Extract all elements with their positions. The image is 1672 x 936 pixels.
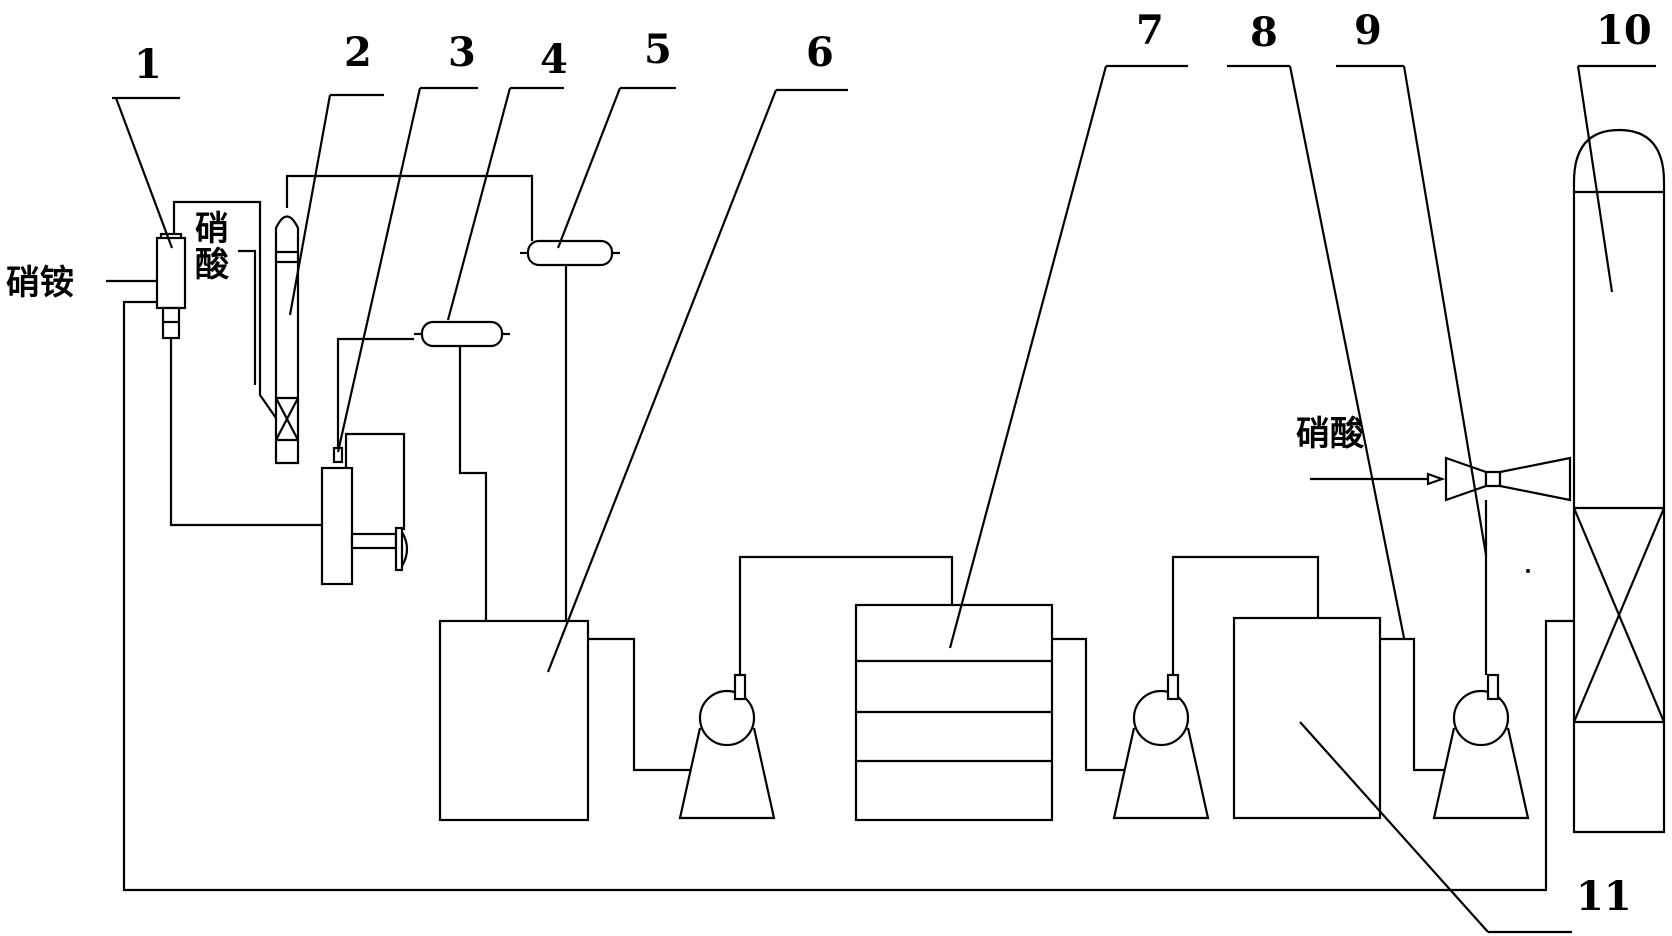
label-5: 5 xyxy=(644,26,672,73)
label-nitric-acid-top: 硝酸 xyxy=(195,209,230,285)
label-10: 10 xyxy=(1596,7,1652,54)
label-nitric-acid-top-char: 硝 xyxy=(195,209,229,249)
label-nitric-acid-right: 硝酸 xyxy=(1296,414,1365,454)
label-3: 3 xyxy=(448,29,476,76)
equipment-5-drum xyxy=(520,239,620,267)
equipment-9-ejector xyxy=(1426,456,1572,502)
label-1: 1 xyxy=(134,41,162,88)
leader-lines xyxy=(112,64,1656,934)
label-2: 2 xyxy=(344,29,372,76)
label-4: 4 xyxy=(540,36,568,83)
pump-3 xyxy=(1432,673,1530,820)
label-nitric-acid-top-char: 酸 xyxy=(195,245,230,285)
label-6: 6 xyxy=(806,29,834,76)
label-ammonium-nitrate: 硝铵 xyxy=(6,263,74,303)
equipment-3-vessel xyxy=(320,446,409,586)
equipment-1-reactor xyxy=(155,232,187,340)
label-9: 9 xyxy=(1354,7,1382,54)
piping xyxy=(106,174,1574,892)
equipment-6-tank xyxy=(438,619,590,822)
equipment-4-drum xyxy=(414,320,510,348)
label-7: 7 xyxy=(1136,7,1164,54)
pump-1 xyxy=(678,673,776,820)
equipment-10-tower xyxy=(1572,128,1666,834)
label-8: 8 xyxy=(1250,9,1278,56)
equipment-2-column xyxy=(274,215,300,465)
label-11: 11 xyxy=(1576,873,1632,920)
dot-mark xyxy=(1526,569,1530,573)
equipment-7-tray-unit xyxy=(854,603,1054,822)
pump-2 xyxy=(1112,673,1210,820)
